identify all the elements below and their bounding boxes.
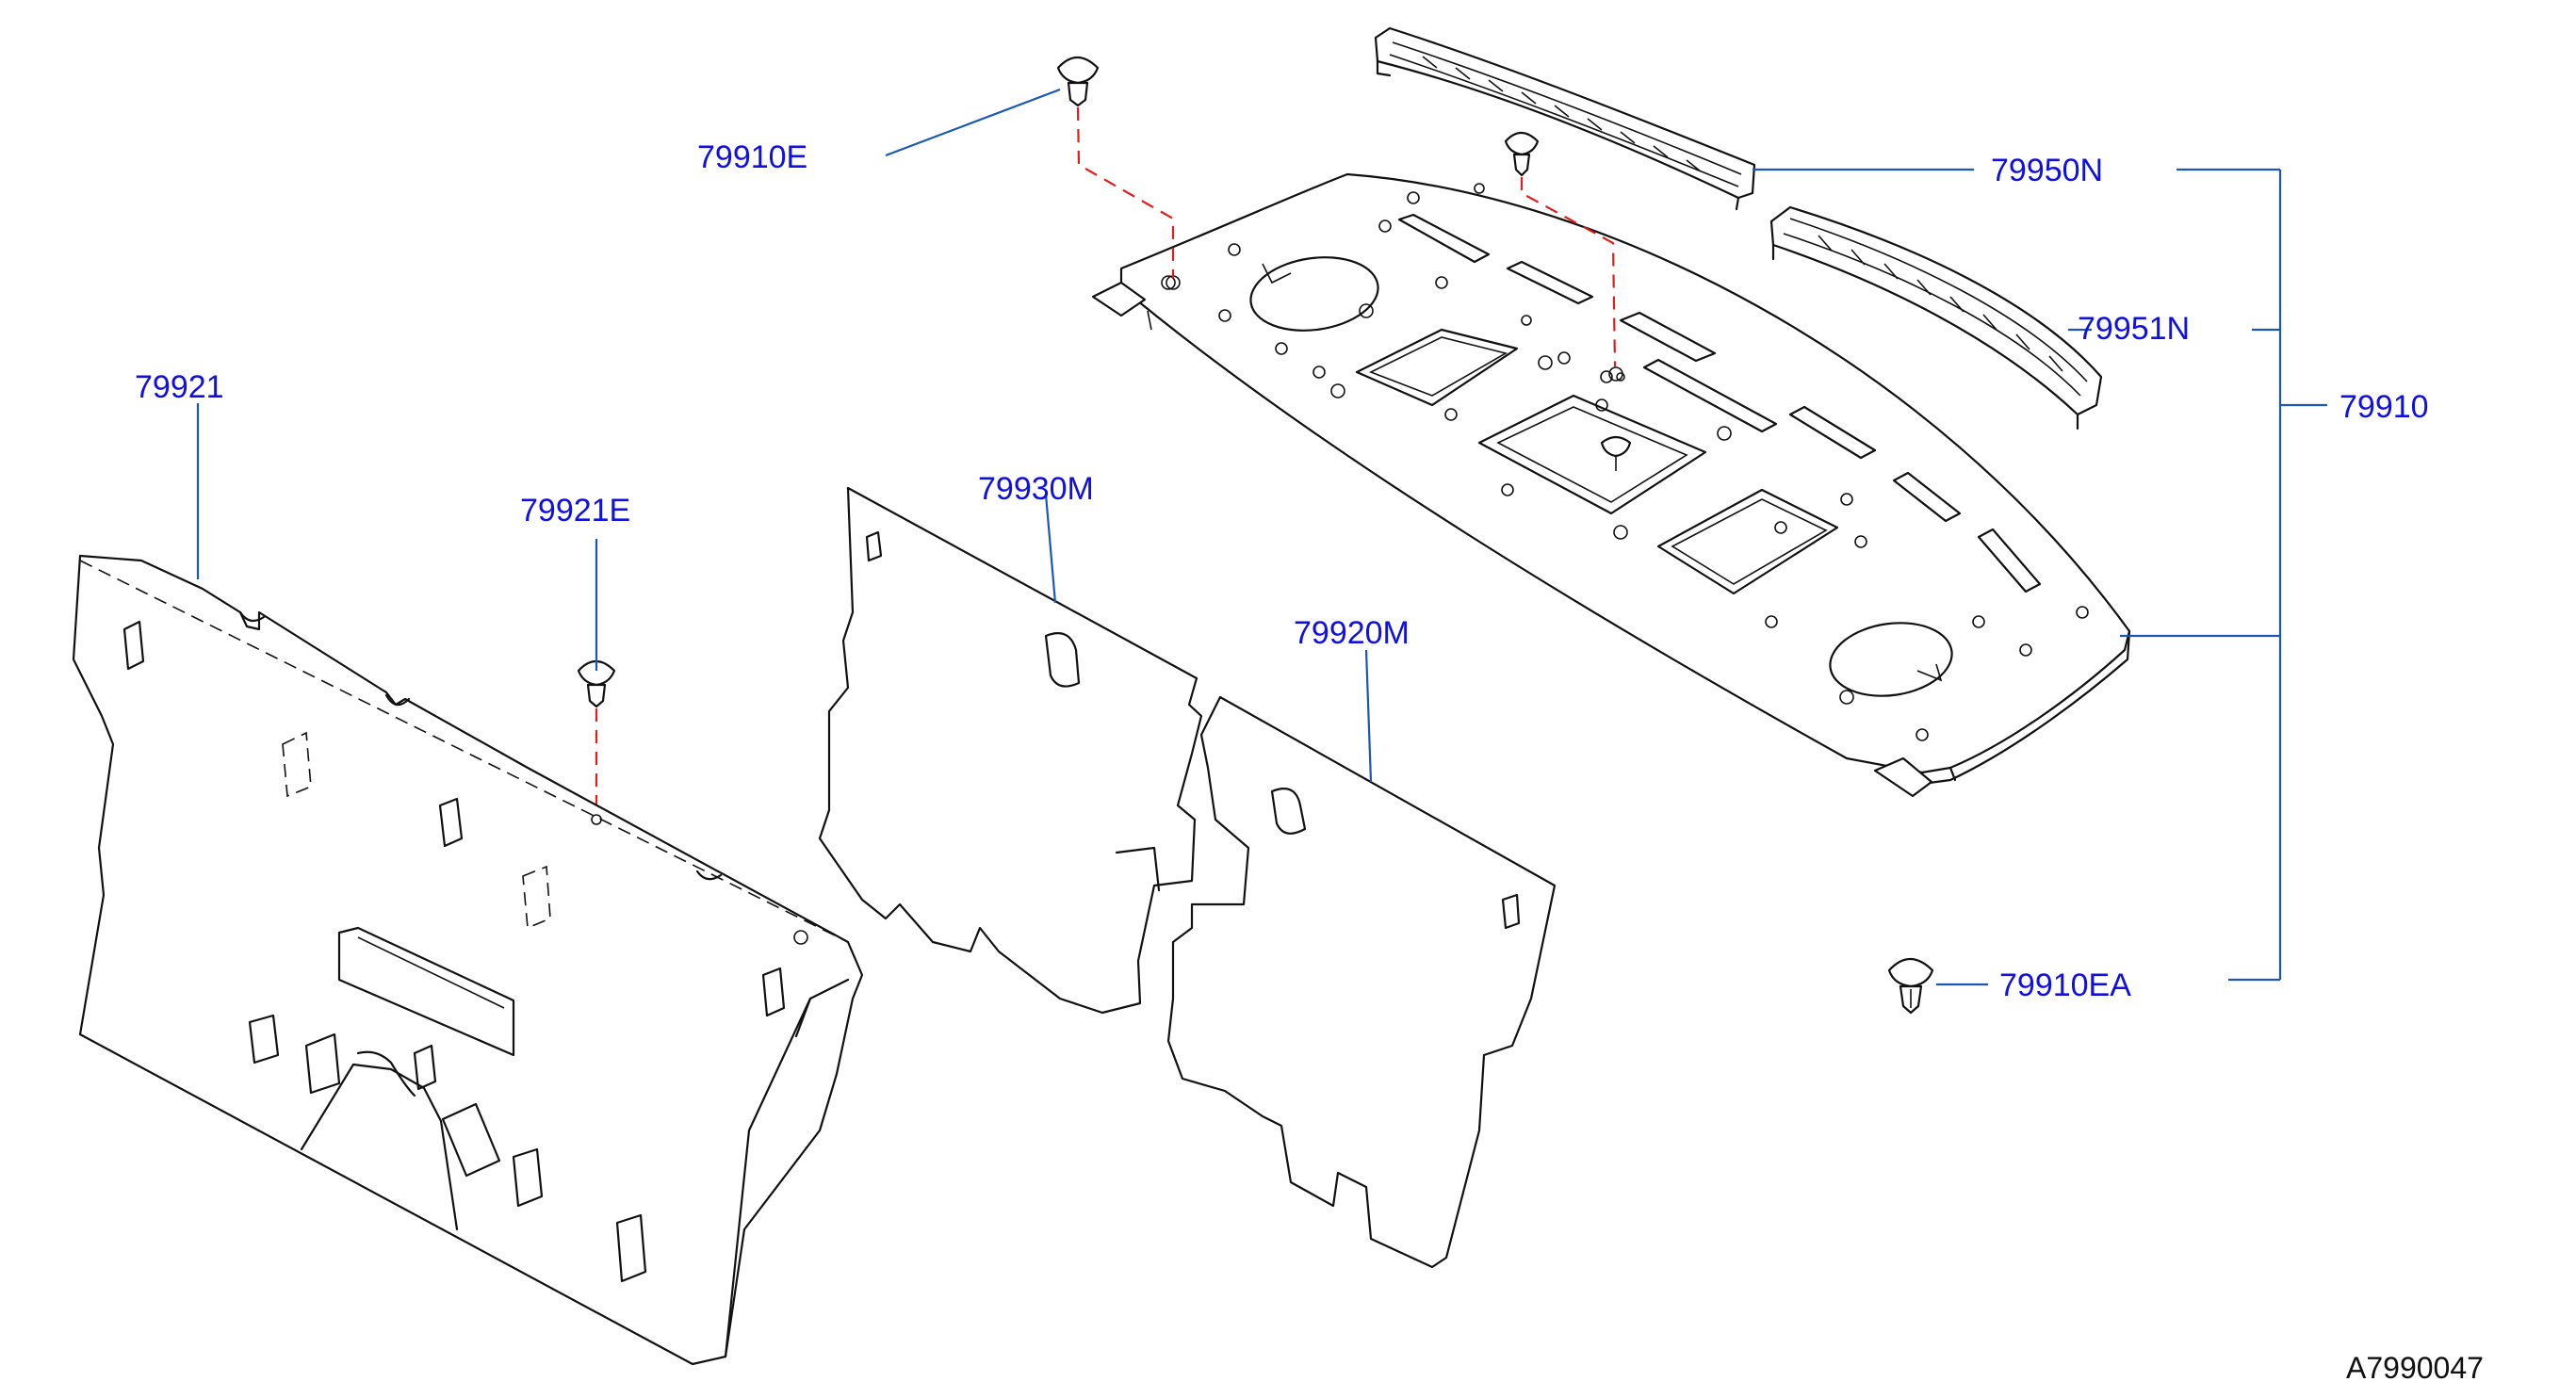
clip-path-center [1520, 177, 1617, 368]
callout-79920M: 79920M [1294, 615, 1410, 651]
callout-labels: 79910E 79950N 79951N 79910 79921 79921E … [135, 139, 2484, 1385]
callout-79950N: 79950N [1991, 153, 2103, 188]
callout-79951N: 79951N [2078, 311, 2190, 347]
callout-79921E: 79921E [520, 493, 630, 528]
callout-79910: 79910 [2340, 389, 2429, 425]
clip-79910E [1056, 56, 1100, 107]
clip-shelf-center [1504, 131, 1540, 177]
insulator-79920M [1166, 695, 1557, 1269]
leader-lines [196, 88, 2327, 986]
rear-parcel-shelf [1091, 172, 2131, 798]
callout-79910E: 79910E [697, 139, 807, 175]
insulator-79930M [818, 486, 1203, 1015]
clip-path-79910E [1076, 106, 1175, 278]
callout-79921: 79921 [135, 369, 224, 405]
vent-grille-upper [1374, 26, 1756, 211]
callout-79930M: 79930M [978, 471, 1094, 507]
diagram-id: A7990047 [2346, 1351, 2484, 1385]
vent-grille-lower [1769, 205, 2103, 431]
callout-79910EA: 79910EA [1999, 967, 2131, 1003]
seat-back-panel [72, 554, 864, 1366]
clip-79910EA [1887, 957, 1934, 1015]
